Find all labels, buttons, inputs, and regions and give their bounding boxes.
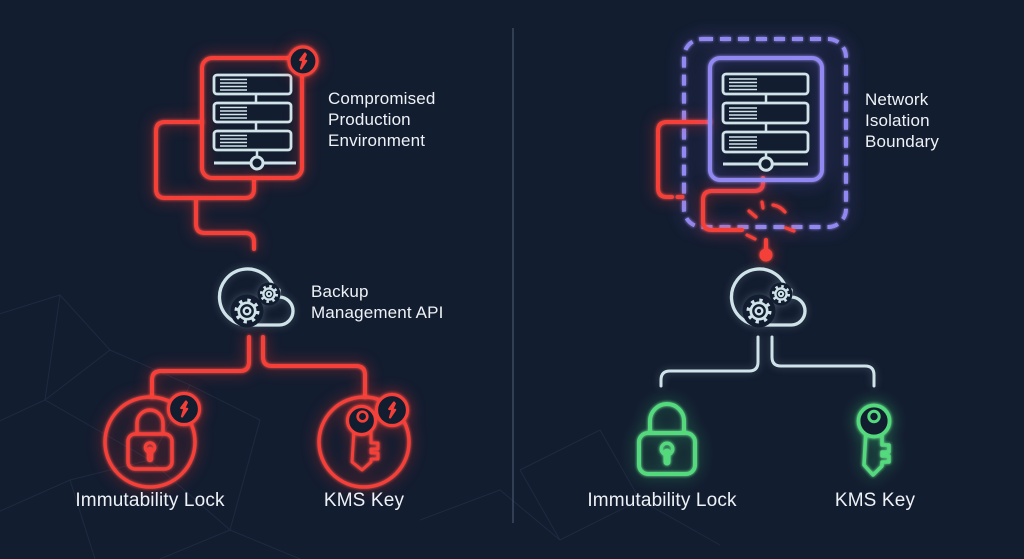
alert-bolt-badge-icon	[374, 392, 410, 428]
severed-connector-trace	[656, 120, 796, 262]
backup-api-label: Backup Management API	[311, 282, 444, 322]
secure-lock-icon	[637, 402, 697, 476]
isolated-server-icon	[708, 56, 824, 182]
key-icon	[345, 404, 380, 472]
immutability-lock-label-left: Immutability Lock	[75, 490, 225, 511]
compromised-lock-icon	[103, 391, 202, 489]
background-mesh	[0, 294, 721, 559]
secure-key-icon	[856, 403, 892, 477]
compromised-environment-label: Compromised Production Environment	[328, 89, 436, 150]
secure-connector-trace	[659, 335, 876, 388]
severed-connection-icon	[745, 200, 796, 241]
kms-key-label-left: KMS Key	[323, 490, 405, 511]
network-isolation-boundary	[682, 37, 848, 229]
alert-bolt-badge-icon	[166, 391, 202, 427]
padlock-icon	[126, 408, 174, 471]
padlock-icon	[637, 402, 697, 476]
status-led-icons	[267, 82, 291, 143]
immutability-lock-label-right: Immutability Lock	[587, 490, 737, 511]
compromised-server-icon	[200, 45, 319, 180]
network-boundary-label: Network Isolation Boundary	[865, 90, 939, 151]
alert-bolt-badge-icon	[287, 45, 319, 77]
status-led-icons	[780, 81, 805, 144]
kms-key-label-right: KMS Key	[834, 490, 916, 511]
server-racks	[212, 73, 296, 171]
compromised-connector-trace	[150, 120, 367, 399]
server-racks	[721, 72, 810, 172]
backup-api-cloud-icon	[217, 267, 295, 328]
key-icon	[856, 403, 892, 477]
compromised-key-icon	[317, 392, 411, 489]
backup-api-cloud-icon-right	[729, 267, 807, 328]
